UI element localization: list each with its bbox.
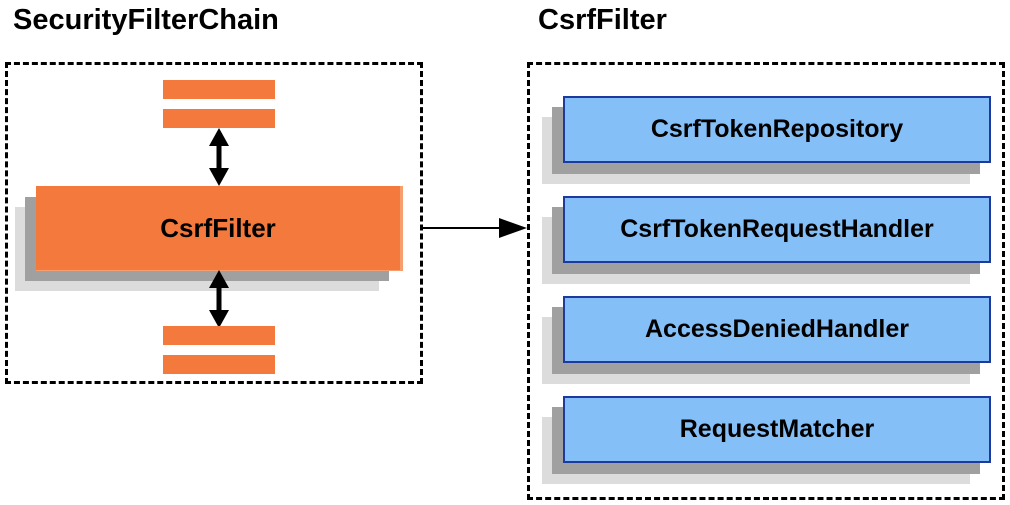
component-label: CsrfTokenRequestHandler (620, 215, 934, 243)
csrf-filter-box-label: CsrfFilter (160, 212, 276, 243)
csrf-filter-node: CsrfFilter (15, 186, 403, 291)
csrf-token-request-handler-box: CsrfTokenRequestHandler (563, 196, 991, 263)
component-node: CsrfTokenRepository (542, 96, 991, 184)
csrf-filter-detail-box: CsrfTokenRepository CsrfTokenRequestHand… (527, 62, 1005, 500)
filter-placeholder-bar (163, 326, 275, 345)
csrf-token-repository-box: CsrfTokenRepository (563, 96, 991, 163)
component-node: CsrfTokenRequestHandler (542, 196, 991, 284)
component-label: RequestMatcher (679, 415, 875, 443)
component-node: AccessDeniedHandler (542, 296, 991, 384)
arrow-right-icon (421, 218, 527, 238)
request-matcher-box: RequestMatcher (563, 396, 991, 463)
component-label: AccessDeniedHandler (644, 315, 909, 343)
csrf-filter-title: CsrfFilter (538, 4, 667, 36)
component-node: RequestMatcher (542, 396, 991, 484)
csrf-filter-box: CsrfFilter (36, 186, 403, 271)
filter-placeholder-bar (163, 355, 275, 374)
component-label: CsrfTokenRepository (650, 115, 904, 143)
filter-placeholder-bar (163, 80, 275, 99)
security-filter-chain-title: SecurityFilterChain (13, 4, 279, 36)
double-arrow-icon (209, 270, 229, 328)
access-denied-handler-box: AccessDeniedHandler (563, 296, 991, 363)
security-filter-chain-box: CsrfFilter (5, 62, 423, 384)
double-arrow-icon (209, 128, 229, 186)
filter-placeholder-bar (163, 109, 275, 128)
